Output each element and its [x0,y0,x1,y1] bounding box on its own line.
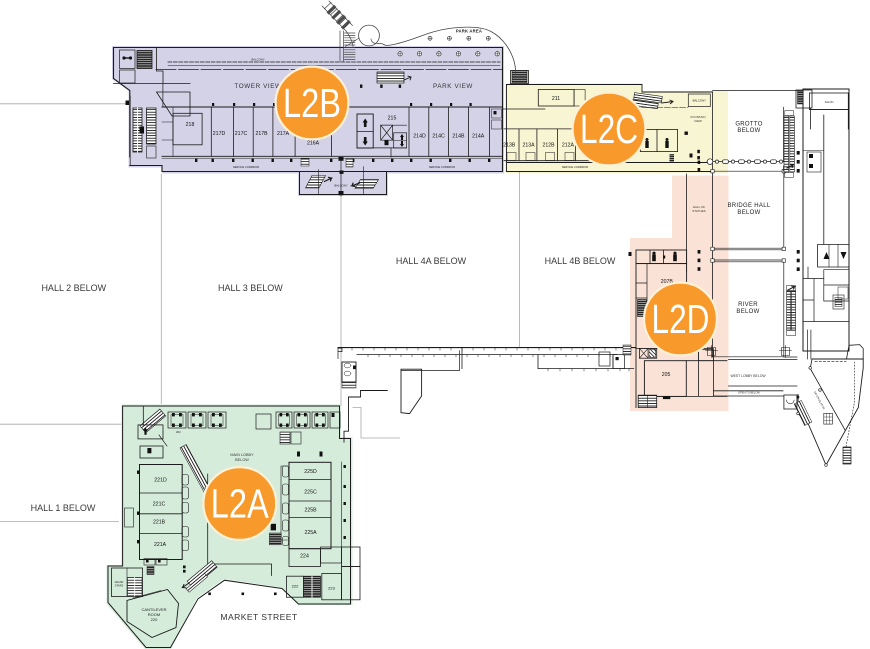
svg-text:L2A: L2A [211,481,269,527]
svg-text:215: 215 [388,116,397,122]
svg-text:WEST LOBBY BELOW: WEST LOBBY BELOW [730,374,766,378]
svg-text:TOWER VIEW: TOWER VIEW [234,83,281,90]
svg-text:ROOM: ROOM [148,612,160,617]
svg-text:L2B: L2B [283,80,341,126]
svg-text:BELOW: BELOW [235,458,249,462]
svg-text:224: 224 [300,554,309,560]
svg-text:HALL 4B BELOW: HALL 4B BELOW [545,256,616,266]
svg-text:262: 262 [176,430,181,434]
svg-text:214A: 214A [472,134,485,140]
svg-text:GRAND: GRAND [115,581,124,584]
svg-text:HALL 3 BELOW: HALL 3 BELOW [218,283,283,293]
svg-text:OPEN TO BELOW: OPEN TO BELOW [738,391,760,395]
svg-text:212B: 212B [542,143,555,149]
svg-text:MARKET STREET: MARKET STREET [220,612,297,622]
svg-text:FOUNTAIN: FOUNTAIN [690,115,705,119]
svg-text:HALL 2 BELOW: HALL 2 BELOW [41,283,106,293]
svg-text:STATUES: STATUES [692,209,705,213]
svg-text:221C: 221C [153,502,166,508]
svg-text:225B: 225B [304,508,317,514]
svg-text:BELOW: BELOW [737,210,760,216]
svg-text:HALL 1 BELOW: HALL 1 BELOW [31,503,96,513]
svg-text:214B: 214B [452,134,465,140]
svg-text:PARK VIEW: PARK VIEW [433,83,473,90]
svg-text:BALCONY: BALCONY [251,58,265,62]
svg-text:218: 218 [186,122,195,128]
svg-text:BALCONY: BALCONY [334,184,348,188]
svg-text:217D: 217D [213,131,226,137]
svg-text:BALCONY: BALCONY [693,99,707,103]
svg-text:213B: 213B [503,143,516,149]
svg-text:STAIRS: STAIRS [115,585,124,588]
svg-text:221B: 221B [153,520,166,526]
svg-text:VIEW: VIEW [694,119,702,123]
svg-text:L2D: L2D [652,296,710,342]
svg-text:CANTILEVER: CANTILEVER [141,607,166,612]
svg-text:221D: 221D [154,478,167,484]
svg-text:207B: 207B [661,279,674,285]
svg-text:HALL OF: HALL OF [693,205,706,209]
svg-text:216A: 216A [307,141,320,147]
svg-text:RIVER: RIVER [738,302,758,308]
svg-text:225C: 225C [304,490,317,496]
svg-text:GROTTO: GROTTO [735,122,762,128]
svg-text:217B: 217B [255,131,268,137]
svg-text:SERVICE CORRIDOR: SERVICE CORRIDOR [562,165,588,169]
svg-text:212A: 212A [562,143,575,149]
svg-text:BRIDGE HALL: BRIDGE HALL [728,203,771,209]
svg-text:BELOW: BELOW [737,128,760,134]
svg-text:220: 220 [151,617,158,622]
svg-text:L2C: L2C [580,106,638,152]
svg-text:217C: 217C [235,131,248,137]
svg-text:MAIN LOBBY: MAIN LOBBY [230,453,254,457]
svg-text:214C: 214C [432,134,445,140]
svg-text:PARK AREA: PARK AREA [456,29,482,34]
svg-text:211: 211 [552,96,560,102]
svg-text:205: 205 [662,372,671,378]
svg-text:SALON: SALON [825,100,834,104]
svg-text:222: 222 [292,584,299,589]
svg-text:BELOW: BELOW [736,309,759,315]
svg-text:225A: 225A [304,530,317,536]
svg-text:221A: 221A [154,542,167,548]
svg-text:SERVICE CORRIDOR: SERVICE CORRIDOR [233,165,259,169]
svg-text:217A: 217A [277,131,290,137]
svg-text:HALL 4A BELOW: HALL 4A BELOW [396,256,467,266]
svg-text:223: 223 [328,586,335,591]
svg-text:SERVICE CORRIDOR: SERVICE CORRIDOR [429,165,455,169]
svg-text:225D: 225D [304,469,317,475]
svg-text:213A: 213A [523,143,536,149]
svg-text:214D: 214D [413,134,426,140]
